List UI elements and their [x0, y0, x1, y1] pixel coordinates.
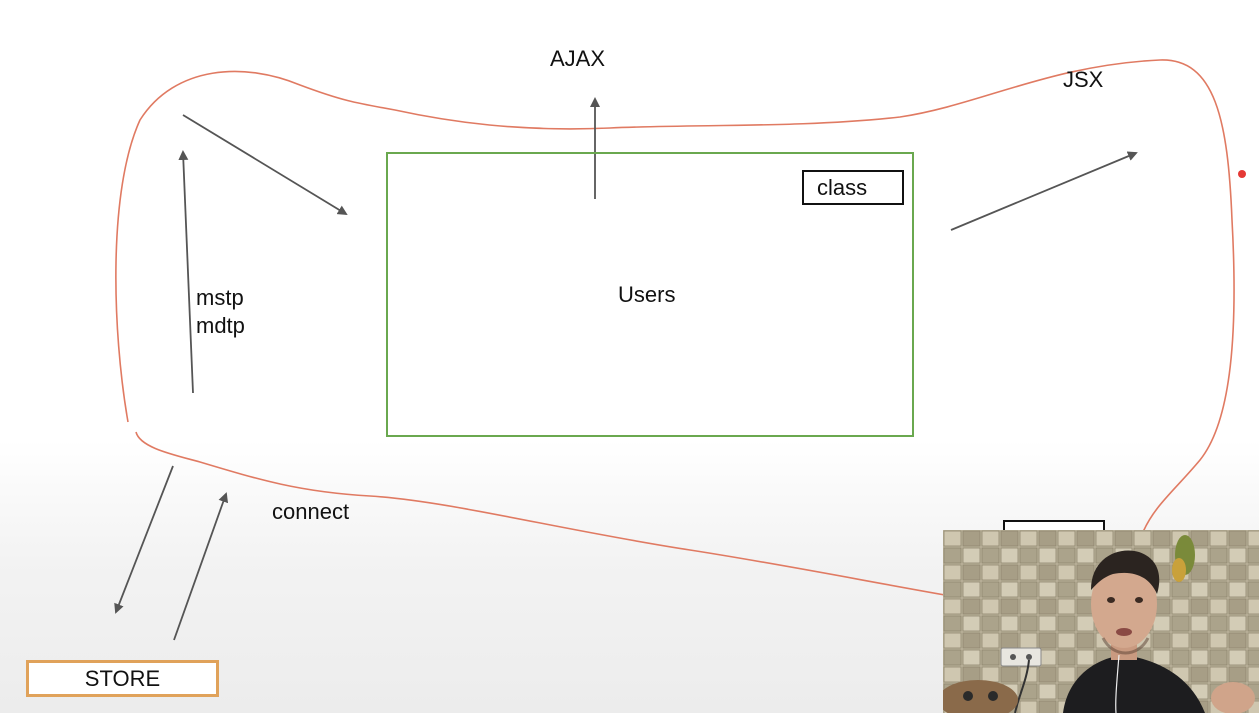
- ajax-label: AJAX: [550, 46, 606, 71]
- jsx-label: JSX: [1063, 67, 1104, 92]
- presenter-webcam: [943, 530, 1259, 713]
- presenter-video-icon: [943, 530, 1259, 713]
- store-box: STORE: [26, 660, 219, 697]
- mstp-label: mstp: [196, 285, 244, 310]
- class-label: class: [817, 175, 868, 200]
- store-label: STORE: [84, 666, 161, 691]
- mdtp-label: mdtp: [196, 313, 245, 338]
- arrow-to-users: [182, 114, 348, 216]
- users-label: Users: [618, 282, 676, 307]
- container-outline: [115, 59, 1235, 533]
- arrow-to-jsx: [950, 151, 1138, 231]
- arrow-to-store: [114, 465, 174, 614]
- arrow-from-store: [173, 492, 229, 641]
- users-component-box: [386, 152, 914, 437]
- connect-label: connect: [272, 499, 350, 524]
- container-outline-bottom: [135, 431, 946, 596]
- pointer-dot: [1238, 170, 1246, 178]
- class-box: class: [802, 170, 904, 205]
- arrow-mstp-up: [178, 150, 194, 394]
